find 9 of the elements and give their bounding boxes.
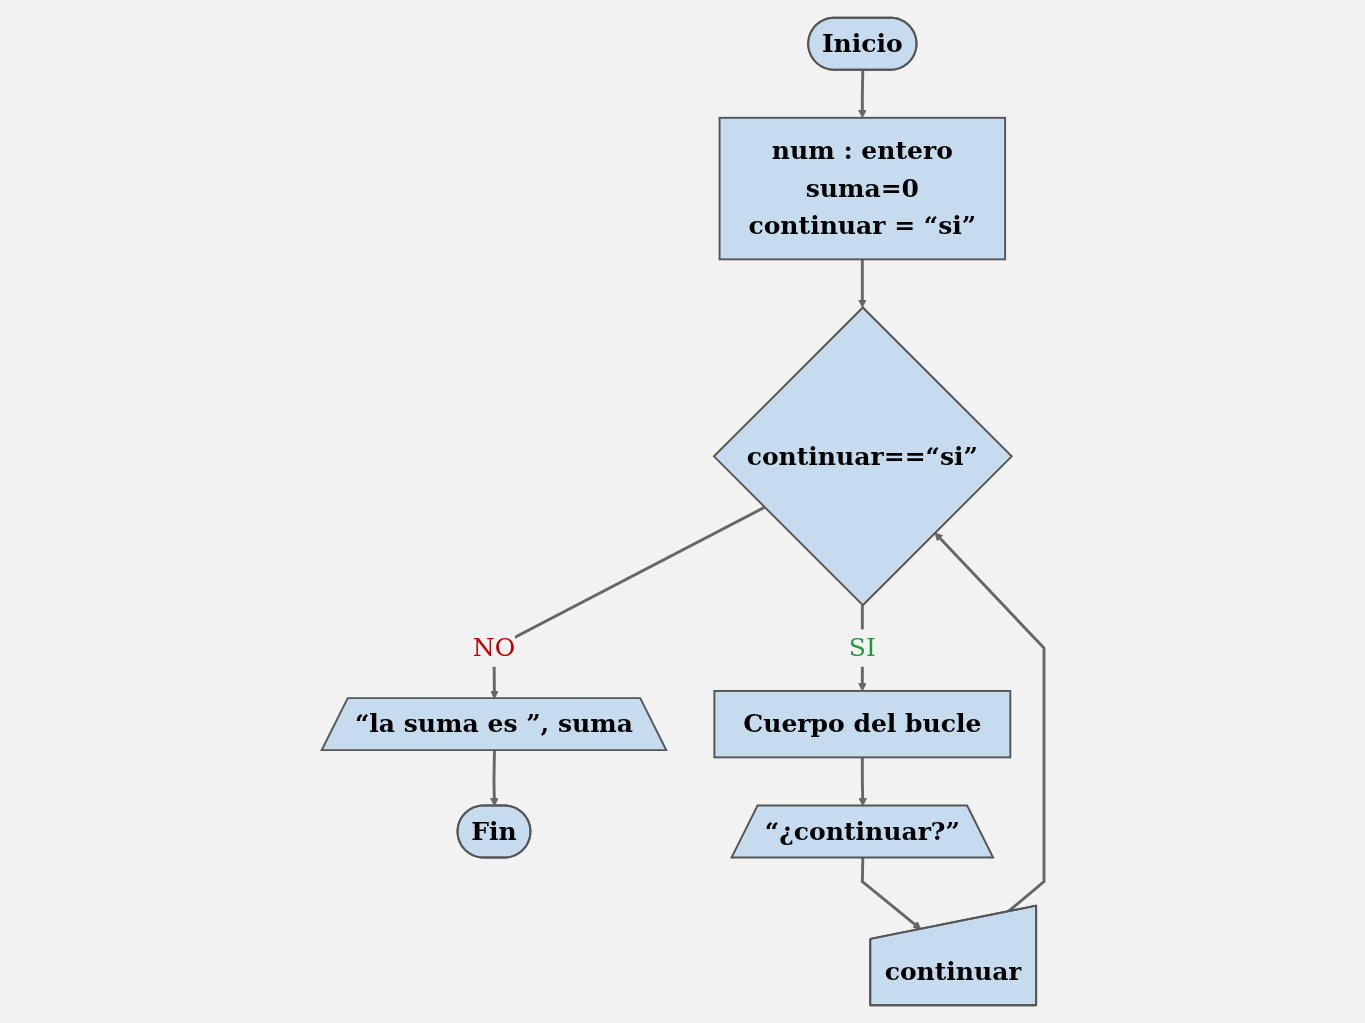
arrow: [857, 259, 867, 308]
arrow: [857, 70, 867, 119]
node-box: Cuerpo del bucle: [713, 690, 1011, 759]
arrow: [489, 750, 499, 807]
node-box: num : entero suma=0 continuar = “si”: [718, 116, 1006, 261]
node-diamond: continuar==“si”: [712, 306, 1013, 607]
edge-label: NO: [472, 633, 515, 663]
arrow: [860, 857, 921, 930]
edge-label: SI: [848, 633, 876, 663]
